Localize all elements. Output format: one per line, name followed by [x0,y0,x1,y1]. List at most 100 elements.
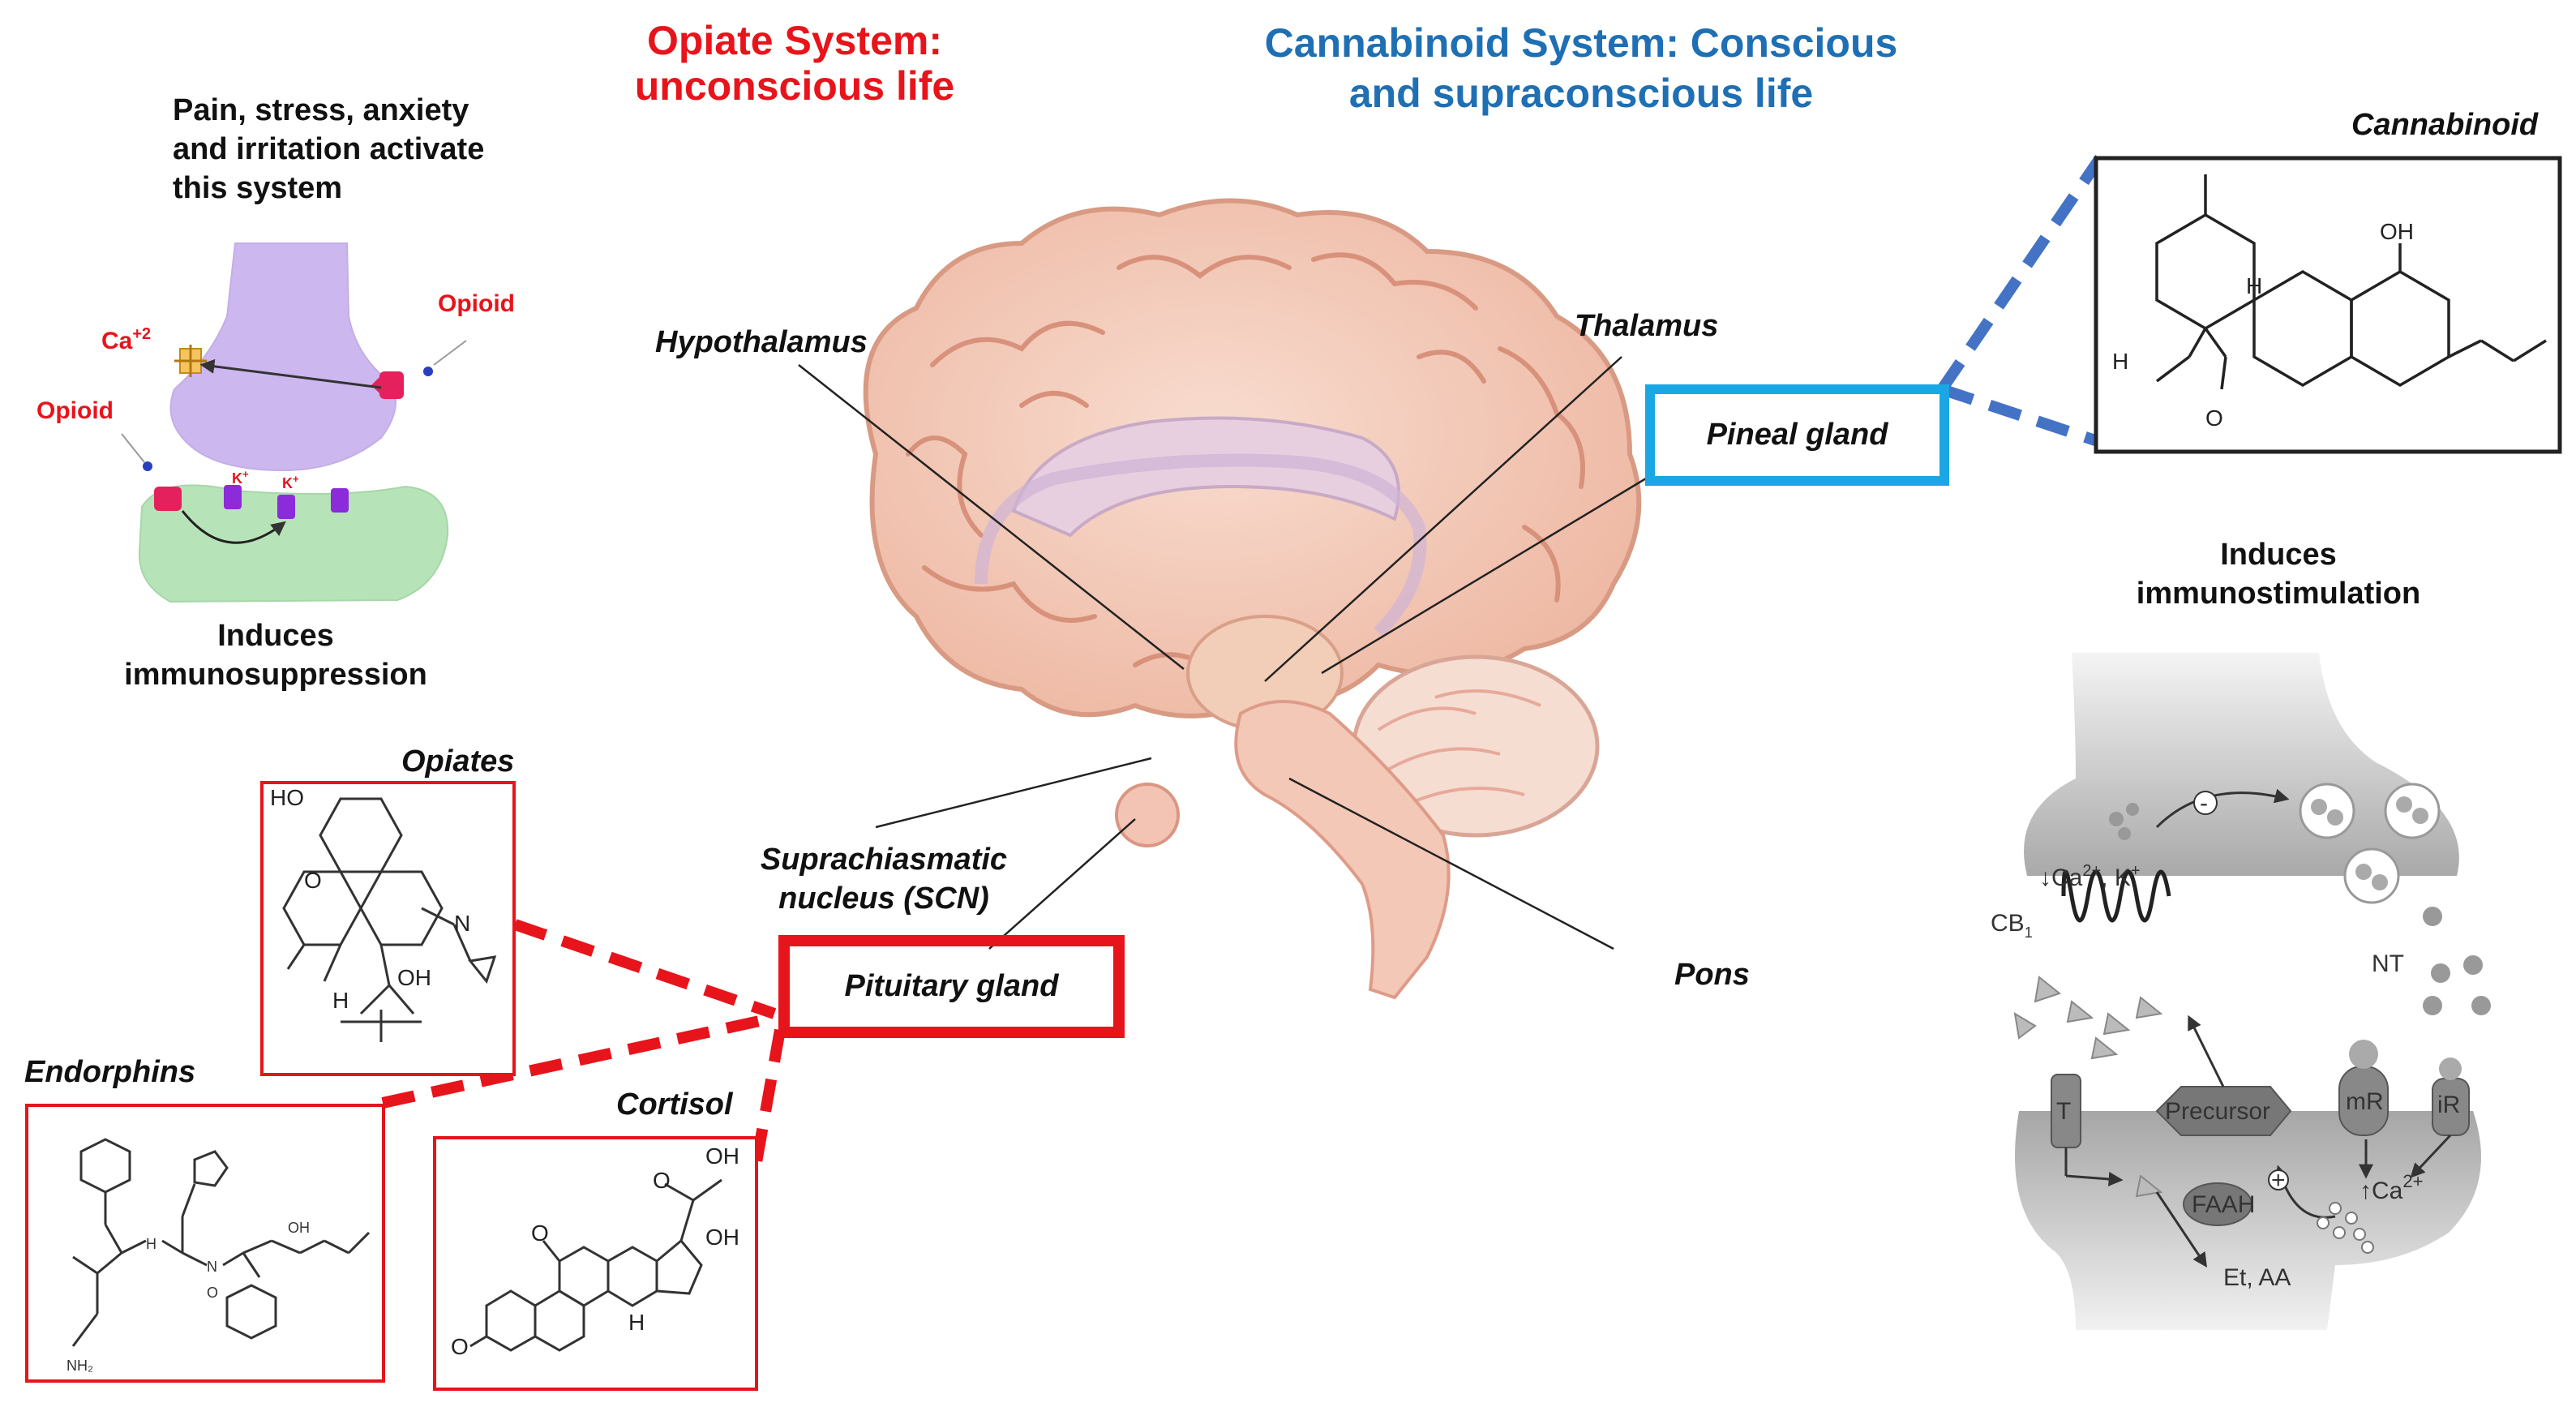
k-ion-label-a: K+ [232,468,249,487]
cortisol-structure [469,1178,722,1352]
opiates-ho: HO [270,785,304,810]
opiates-structure [282,797,497,1042]
hypothalamus-label: Hypothalamus [655,325,868,359]
cannabinoid-box [2094,156,2562,454]
plus-marker [2268,1169,2289,1190]
endocannabinoid-triangles [2013,976,2163,1198]
ir-label: iR [2437,1092,2460,1118]
endorphins-structure [71,1138,371,1347]
brainstem [1234,700,1451,1000]
signal-arrow [199,358,382,389]
pituitary-box [778,935,1125,1038]
endorphins-n: N [207,1259,217,1275]
molecule-atom-labels: HO O N H OH NH₂ H N O OH OH OH O O O H O… [66,219,2414,1374]
activation-text: Pain, stress, anxiety and irritation act… [173,93,485,205]
pineal-box [1645,384,1949,486]
cortisol-title: Cortisol [616,1087,733,1122]
cortisol-h: H [628,1310,645,1335]
cerebellum-folia [1377,689,1541,804]
ca-post-label: ↑Ca2+ [2360,1171,2423,1204]
pointer-line [121,433,145,463]
opiates-o: O [304,868,322,893]
cannabinoid-system-title: Cannabinoid System: Conscious and suprac… [1264,20,1898,116]
calcium-ion-dots [2317,1202,2374,1254]
pons-label: Pons [1674,958,1750,992]
ion-flux-label: ↓Ca2+, K+ [2039,862,2141,891]
cortisol-o-keto: O [653,1168,671,1193]
vesicle-contents [2311,796,2428,890]
precursor-label: Precursor [2165,1098,2270,1125]
endorphins-nh2: NH₂ [66,1358,93,1374]
cannabinoid-title: Cannabinoid [2351,108,2539,142]
cannabinoid-h1: H [2246,273,2262,298]
immunosuppression-label: Induces immunosuppression [124,619,427,692]
cannabinoid-structure [2155,174,2547,390]
scn-label: Suprachiasmatic nucleus (SCN) [760,843,1008,916]
mr-ligand-icon [2349,1040,2378,1069]
cortisol-oh-top: OH [705,1143,739,1169]
transporter-label: T [2056,1098,2071,1125]
blue-dashed-connectors [1937,155,2105,448]
cortisol-o-left: O [451,1334,469,1359]
immunostimulation-label: Induces immunostimulation [2136,538,2421,611]
endorphins-title: Endorphins [24,1055,196,1089]
calcium-label: Ca+2 [101,325,151,354]
opiates-title: Opiates [401,744,515,779]
pituitary-region [1115,783,1180,847]
opioid-label-left: Opioid [36,397,114,424]
calcium-channel-icon [174,345,207,377]
red-dashed-connectors [381,919,786,1178]
leader-lines [798,356,1647,950]
mr-label: mR [2346,1088,2384,1115]
opioid-label-top: Opioid [438,290,515,317]
cannabinoid-o: O [2205,405,2223,431]
endorphins-oh: OH [288,1220,310,1236]
cb1-label: CB1 [1991,910,2033,941]
minus-marker [2193,791,2218,815]
opiate-system-title: Opiate System: unconscious life [634,18,955,109]
endorphins-box [25,1104,385,1383]
cannabinoid-oh: OH [2380,219,2414,244]
endorphins-o: O [207,1285,218,1301]
k-ion-label-b: K+ [282,473,299,491]
cortisol-box [433,1136,758,1391]
opiates-h: H [332,988,349,1013]
precursor-icon [2155,1086,2292,1136]
opioid-receptor-bottom-icon [154,487,182,511]
thalamus-label: Thalamus [1575,309,1719,343]
postsynaptic-terminal [138,484,449,603]
brain-illustration [863,198,1642,1000]
cb1-receptor-icon [2061,869,2171,923]
opiates-box [260,781,516,1076]
presynaptic-terminal-grey [2024,653,2459,876]
et-aa-label: Et, AA [2223,1264,2291,1291]
minus-label: - [2200,790,2208,817]
cannabinoid-h2: H [2112,349,2128,374]
endorphins-h: H [146,1236,156,1252]
corpus-callosum [1011,416,1400,538]
precursor-arrow [2188,1014,2225,1087]
potassium-channel-icon [224,485,349,519]
plus-label: + [2271,1167,2286,1194]
cannabinoid-synapse [2013,653,2491,1330]
pineal-gland-label: Pineal gland [1706,418,1888,452]
opiate-synapse [121,242,467,603]
opioid-receptor-icon [371,371,404,399]
presynaptic-terminal [169,242,396,472]
faah-icon [2183,1182,2252,1226]
opiates-n: N [454,911,470,936]
neurotransmitter-dots [2109,803,2491,1015]
pituitary-gland-label: Pituitary gland [844,969,1059,1003]
opiates-oh: OH [397,965,431,990]
cortisol-oh-side: OH [705,1225,739,1250]
channel-arrow [181,510,286,544]
synapse-labels: ↓Ca2+, K+ CB1 NT T Precursor mR iR FAAH … [1991,790,2460,1291]
faah-label: FAAH [2192,1191,2255,1218]
cortisol-o-ring: O [531,1220,549,1246]
ir-ligand-icon [2439,1057,2462,1080]
pointer-line [433,340,467,366]
brain-gyri [906,252,1585,676]
postsynaptic-terminal-grey [2015,1111,2481,1330]
